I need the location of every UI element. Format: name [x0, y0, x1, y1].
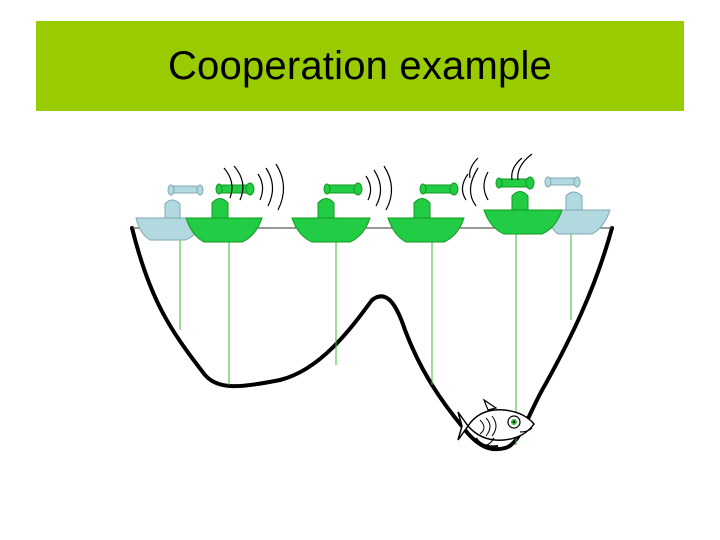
- binoculars-icon: [495, 176, 535, 190]
- slide-title: Cooperation example: [167, 43, 553, 88]
- boat-6: [544, 176, 611, 235]
- signal-wave-icon: [469, 157, 479, 179]
- boat-5: [483, 176, 563, 235]
- binoculars-icon: [419, 182, 459, 196]
- binoculars-icon: [323, 182, 363, 196]
- boat-4: [387, 182, 465, 243]
- sonar-lines: [179, 232, 572, 445]
- boat-2: [185, 182, 263, 243]
- signal-wave-icon: [373, 169, 382, 207]
- signal-wave-icon: [365, 175, 372, 201]
- signal-wave-icon: [223, 167, 233, 199]
- signal-wave-icon: [233, 165, 244, 201]
- signal-wave-icon: [483, 171, 489, 201]
- binoculars-icon: [167, 184, 204, 196]
- title-bar: Cooperation example: [36, 21, 684, 111]
- signal-waves: [223, 153, 533, 211]
- signal-wave-icon: [383, 165, 393, 211]
- signal-wave-icon: [469, 167, 479, 207]
- signal-wave-icon: [257, 173, 264, 201]
- binoculars-icon: [215, 182, 255, 196]
- boat-1: [135, 184, 205, 241]
- boat-3: [291, 182, 371, 243]
- binoculars-icon: [544, 176, 581, 188]
- signal-wave-icon: [517, 153, 533, 181]
- fish-icon: [457, 398, 535, 448]
- signal-wave-icon: [265, 167, 274, 207]
- signal-wave-icon: [461, 173, 469, 201]
- signal-wave-icon: [275, 163, 285, 211]
- signal-wave-icon: [511, 157, 523, 181]
- seabed-outline: [130, 226, 614, 452]
